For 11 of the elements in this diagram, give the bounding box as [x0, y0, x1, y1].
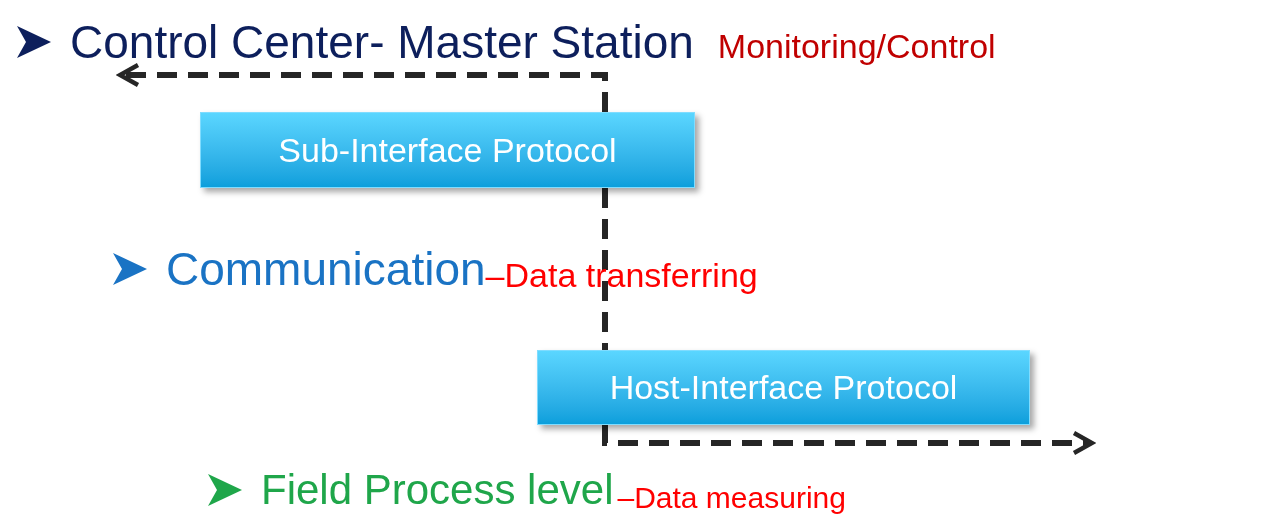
protocol-box: Sub-Interface Protocol [200, 112, 695, 188]
dashed-arrow [602, 425, 1095, 456]
side-note: –Data measuring [617, 483, 846, 513]
heading-text: Control Center- Master Station [70, 18, 694, 65]
dashed-arrow [117, 62, 608, 112]
heading-text: Field Process level [261, 469, 614, 511]
heading-text: Communication [166, 246, 486, 292]
protocol-box: Host-Interface Protocol [537, 350, 1030, 425]
side-note: Monitoring/Control [717, 28, 996, 63]
dashed-line [602, 188, 608, 350]
side-note: –Data transferring [485, 258, 758, 292]
